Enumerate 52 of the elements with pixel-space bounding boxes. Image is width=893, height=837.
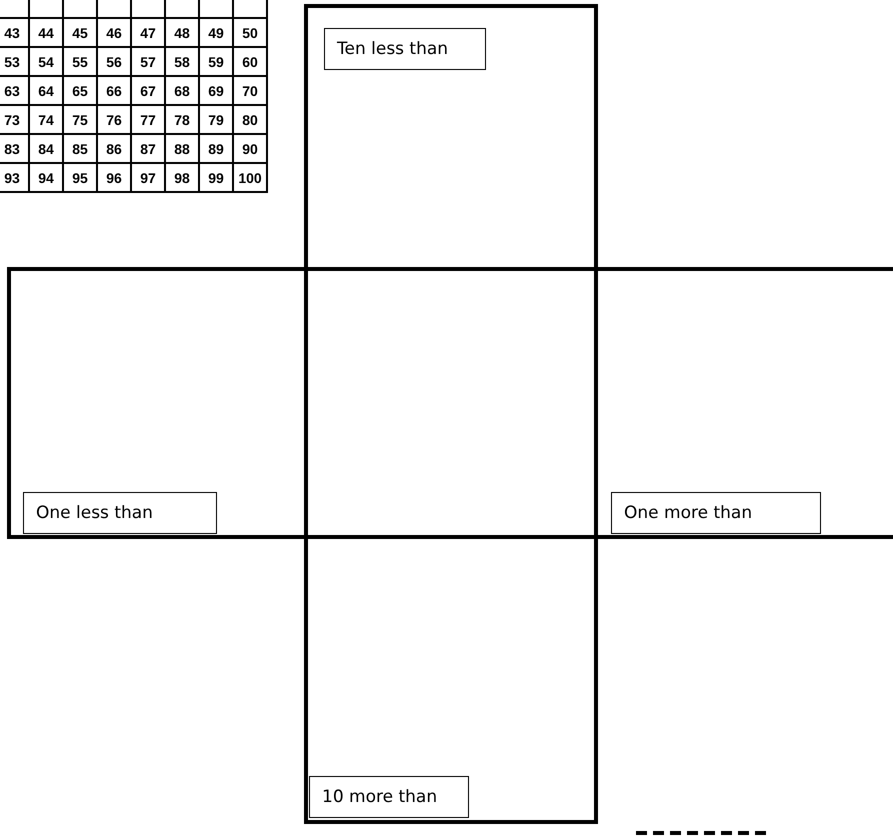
chart-number: 54 [38, 54, 54, 70]
chart-number: 59 [208, 54, 224, 70]
chart-number: 79 [208, 112, 224, 128]
chart-number: 78 [174, 112, 190, 128]
chart-number: 69 [208, 82, 224, 98]
label-box: One more than [611, 492, 821, 534]
chart-number: 60 [242, 54, 258, 70]
chart-number: 85 [72, 140, 88, 156]
chart-number: 84 [38, 140, 54, 156]
chart-number: 74 [38, 112, 54, 128]
chart-number: 44 [38, 24, 54, 40]
chart-number: 93 [4, 170, 20, 186]
chart-number: 68 [174, 82, 190, 98]
chart-number: 63 [4, 82, 20, 98]
label-box: One less than [23, 492, 217, 534]
chart-number: 88 [174, 140, 190, 156]
chart-number: 48 [174, 24, 190, 40]
chart-number: 77 [140, 112, 156, 128]
label-box: Ten less than [324, 28, 486, 70]
chart-number: 57 [140, 54, 156, 70]
chart-number: 49 [208, 24, 224, 40]
chart-number: 65 [72, 82, 88, 98]
chart-number: 76 [106, 112, 122, 128]
label-box: 10 more than [309, 776, 469, 818]
chart-number: 95 [72, 170, 88, 186]
chart-number: 90 [242, 140, 258, 156]
chart-number: 83 [4, 140, 20, 156]
chart-number: 64 [38, 82, 54, 98]
chart-number: 87 [140, 140, 156, 156]
chart-number: 89 [208, 140, 224, 156]
chart-number: 70 [242, 82, 258, 98]
chart-number: 55 [72, 54, 88, 70]
chart-number: 58 [174, 54, 190, 70]
chart-number: 50 [242, 24, 258, 40]
chart-number: 97 [140, 170, 156, 186]
chart-number: 86 [106, 140, 122, 156]
chart-number: 66 [106, 82, 122, 98]
chart-number: 75 [72, 112, 88, 128]
chart-number: 47 [140, 24, 156, 40]
chart-number: 67 [140, 82, 156, 98]
chart-number: 45 [72, 24, 88, 40]
chart-number: 43 [4, 24, 20, 40]
chart-number: 98 [174, 170, 190, 186]
chart-number: 80 [242, 112, 258, 128]
chart-number: 99 [208, 170, 224, 186]
chart-number: 46 [106, 24, 122, 40]
chart-number: 73 [4, 112, 20, 128]
chart-number: 53 [4, 54, 20, 70]
chart-number: 56 [106, 54, 122, 70]
chart-number: 94 [38, 170, 54, 186]
chart-number: 96 [106, 170, 122, 186]
chart-number: 100 [238, 170, 262, 186]
